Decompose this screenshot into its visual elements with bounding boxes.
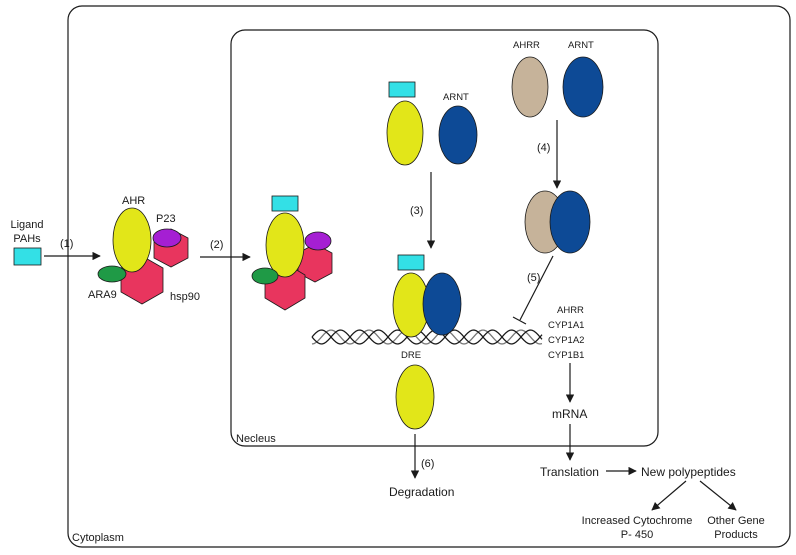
arnt-protein-top (438, 105, 478, 165)
arnt-top-label: ARNT (443, 92, 469, 103)
ahr-label: AHR (122, 195, 145, 207)
mrna-label: mRNA (552, 407, 587, 421)
cyp450-label-line1: Increased Cytochrome (582, 515, 693, 527)
gene-label-cyp1a1: CYP1A1 (548, 320, 584, 331)
gene-label-ahrr: AHRR (557, 305, 584, 316)
ligand-label-line2: PAHs (13, 233, 41, 245)
ara9-protein (97, 265, 127, 283)
ara9-protein-2 (251, 267, 279, 285)
dna-strand-b (311, 329, 543, 345)
step5-inhibition-bar (512, 316, 527, 325)
ahr-protein (112, 207, 152, 273)
p23-protein-2 (304, 231, 332, 251)
hsp90-label: hsp90 (170, 291, 200, 303)
ligand-square-2 (271, 195, 299, 212)
step1-label: (1) (60, 238, 73, 250)
other-products-label-line2: Products (714, 529, 758, 541)
ahrr-top-label: AHRR (513, 40, 540, 51)
arnt-right-label: ARNT (568, 40, 594, 51)
p23-label: P23 (156, 213, 176, 225)
ligand-square-4 (397, 254, 425, 271)
new-polypeptides-label: New polypeptides (641, 465, 736, 479)
step5-inhibition-line (519, 255, 554, 321)
gene-label-cyp1a2: CYP1A2 (548, 335, 584, 346)
ligand-square-3 (388, 81, 416, 98)
ahr-protein-3 (386, 100, 424, 166)
translation-label: Translation (540, 465, 599, 479)
ligand-label-line1: Ligand (10, 219, 43, 231)
arnt-protein-dna-bound (422, 272, 462, 336)
ara9-label: ARA9 (88, 289, 117, 301)
polypeptides-to-cyp-arrow (651, 480, 687, 511)
gene-label-cyp1b1: CYP1B1 (548, 350, 584, 361)
ahr-protein-free (395, 364, 435, 430)
arnt-protein-complex (549, 190, 591, 254)
cyp450-label-line2: P- 450 (621, 529, 653, 541)
ahrr-protein (511, 56, 549, 118)
step2-label: (2) (210, 239, 223, 251)
ahr-protein-2 (265, 212, 305, 278)
step4-label: (4) (537, 142, 550, 154)
cytoplasm-boundary (67, 5, 791, 548)
p23-protein (152, 228, 182, 248)
step5-label: (5) (527, 272, 540, 284)
arnt-protein-right (562, 56, 604, 118)
nucleus-boundary (230, 29, 659, 447)
ligand-square (13, 247, 42, 266)
cytoplasmic-ahr-complex (97, 207, 189, 305)
cytoplasm-label: Cytoplasm (72, 532, 124, 544)
step6-label: (6) (421, 458, 434, 470)
dre-label: DRE (401, 350, 421, 361)
dna-strand-c (311, 329, 543, 345)
polypeptides-to-other-arrow (699, 480, 737, 511)
nucleus-label: Necleus (236, 433, 276, 445)
degradation-label: Degradation (389, 485, 454, 499)
other-products-label-line1: Other Gene (707, 515, 764, 527)
step3-label: (3) (410, 205, 423, 217)
ligand-bound-ahr-complex (251, 195, 333, 311)
